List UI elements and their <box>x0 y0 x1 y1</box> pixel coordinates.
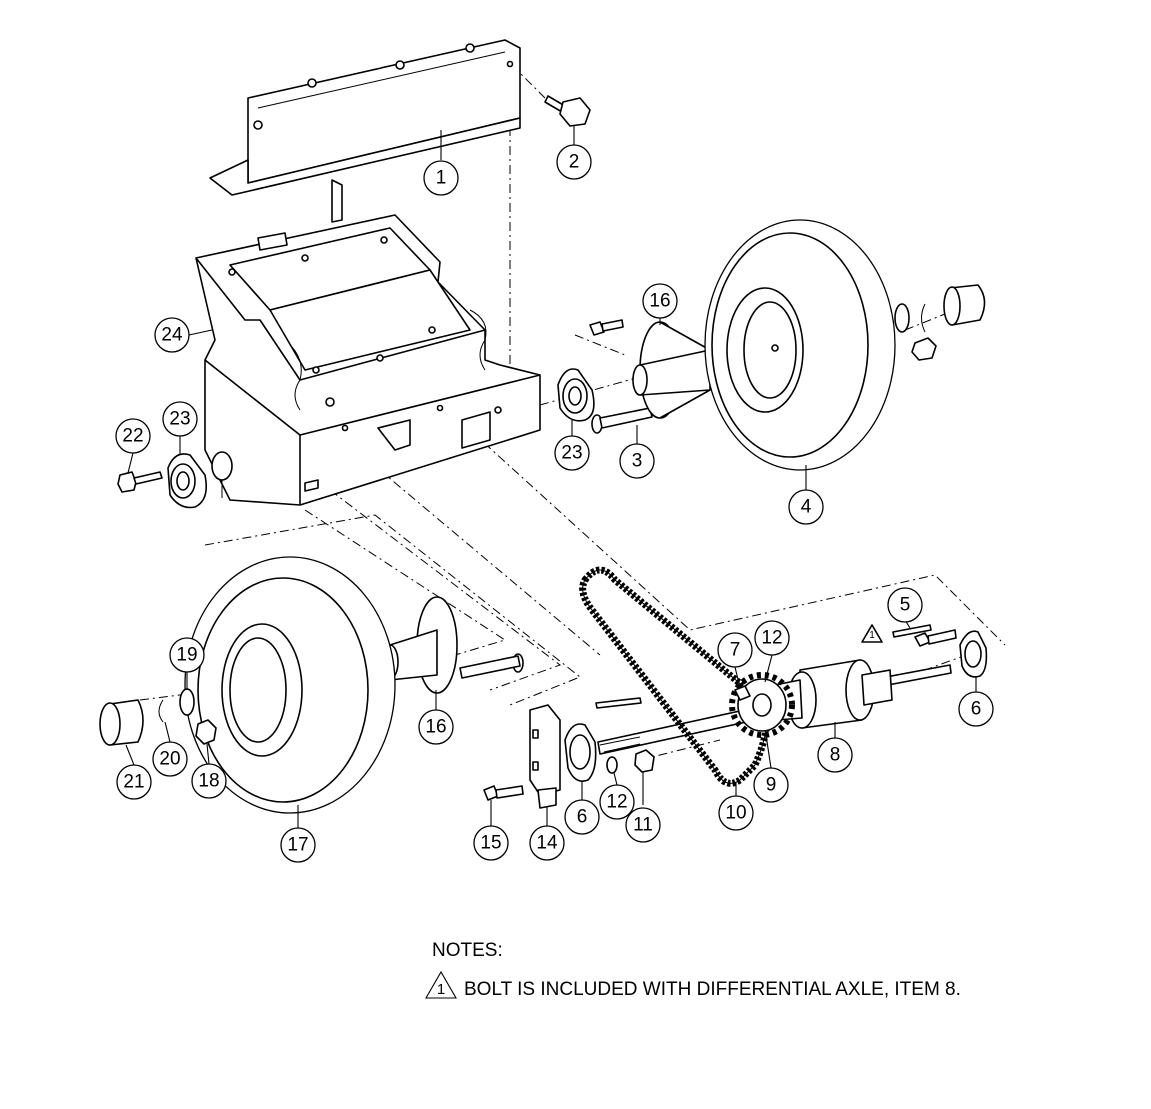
svg-text:8: 8 <box>830 745 841 766</box>
sprocket-9 <box>729 672 795 738</box>
bolt-right-flange <box>914 629 957 647</box>
svg-text:3: 3 <box>632 451 643 472</box>
svg-text:23: 23 <box>561 443 582 464</box>
bolt-upper <box>589 319 624 336</box>
flange-bearing-6-left <box>564 723 597 782</box>
callout-23-right: 23 <box>554 435 590 471</box>
svg-text:14: 14 <box>536 833 558 854</box>
clip-20 <box>158 699 164 723</box>
svg-text:23: 23 <box>169 409 190 430</box>
washer-19 <box>179 688 195 716</box>
svg-text:10: 10 <box>725 803 746 824</box>
svg-text:12: 12 <box>606 792 627 813</box>
bolt-15 <box>483 785 524 801</box>
callout-6-left: 6 <box>564 799 600 835</box>
svg-text:1: 1 <box>437 981 445 998</box>
svg-text:16: 16 <box>649 291 670 312</box>
svg-text:9: 9 <box>766 775 777 796</box>
callout-15: 15 <box>473 825 509 861</box>
callout-16-right: 16 <box>642 283 678 319</box>
differential-8 <box>774 659 893 729</box>
svg-text:4: 4 <box>801 497 812 518</box>
callout-12-lower: 12 <box>599 784 635 820</box>
washer-12-lower <box>606 756 618 774</box>
note-text: BOLT IS INCLUDED WITH DIFFERENTIAL AXLE,… <box>464 979 961 1000</box>
svg-text:17: 17 <box>287 835 308 856</box>
flange-bearing-6-right <box>959 630 988 678</box>
svg-text:5: 5 <box>900 595 911 616</box>
flange-bolt-2 <box>544 95 591 127</box>
note-flag-marker: 1 <box>861 624 883 643</box>
washer-clip-cap-right <box>894 284 986 361</box>
drive-chain-10 <box>579 566 770 787</box>
nut-11 <box>634 749 655 773</box>
main-frame-housing <box>195 179 541 506</box>
callout-2: 2 <box>556 144 592 180</box>
flange-bearing-23-right <box>557 368 595 422</box>
callout-4: 4 <box>788 489 824 525</box>
callout-7: 7 <box>717 632 753 668</box>
svg-text:21: 21 <box>123 772 144 793</box>
svg-text:18: 18 <box>198 771 219 792</box>
bolt-7 <box>734 685 751 701</box>
cover-plate <box>209 39 521 196</box>
svg-text:16: 16 <box>425 717 446 738</box>
callout-12-upper: 12 <box>754 620 790 656</box>
flange-bearing-23-left <box>167 453 208 509</box>
carriage-bolt-3 <box>591 407 653 434</box>
callout-1: 1 <box>423 160 459 196</box>
svg-text:11: 11 <box>633 815 653 836</box>
callout-23-left: 23 <box>162 401 198 437</box>
svg-text:22: 22 <box>122 426 143 447</box>
callout-24: 24 <box>154 317 190 353</box>
callout-11: 11 <box>625 807 661 843</box>
svg-text:2: 2 <box>569 152 580 173</box>
svg-text:1: 1 <box>436 168 447 189</box>
svg-text:1: 1 <box>869 630 875 641</box>
carriage-bolt-left <box>459 653 524 679</box>
callout-14: 14 <box>529 825 565 861</box>
callout-20: 20 <box>152 741 188 777</box>
note-item: 1 BOLT IS INCLUDED WITH DIFFERENTIAL AXL… <box>424 970 1044 1004</box>
svg-text:12: 12 <box>761 628 782 649</box>
svg-text:7: 7 <box>730 640 741 661</box>
callout-21: 21 <box>116 764 152 800</box>
callout-22: 22 <box>115 418 151 454</box>
wheel-hub-16-right <box>632 321 711 419</box>
svg-text:24: 24 <box>161 325 183 346</box>
callout-5: 5 <box>887 587 923 623</box>
wheel-tire-4 <box>704 219 896 471</box>
note-flag-icon: 1 <box>425 970 457 999</box>
bolt-22 <box>117 471 163 493</box>
svg-text:20: 20 <box>159 749 180 770</box>
svg-text:15: 15 <box>480 833 501 854</box>
callout-18: 18 <box>191 763 227 799</box>
wheel-tire-17 <box>184 556 396 814</box>
svg-text:6: 6 <box>971 699 982 720</box>
callout-6-right: 6 <box>958 691 994 727</box>
hub-cap-21 <box>99 699 144 746</box>
svg-text:6: 6 <box>577 807 588 828</box>
callout-19: 19 <box>169 637 205 673</box>
key-5 <box>892 624 932 638</box>
svg-text:19: 19 <box>176 645 197 666</box>
callout-8: 8 <box>817 737 853 773</box>
callout-16-left: 16 <box>418 709 454 745</box>
callout-10: 10 <box>718 795 754 831</box>
callout-3: 3 <box>619 443 655 479</box>
callout-9: 9 <box>753 767 789 803</box>
nut-18 <box>195 719 217 745</box>
leader-lines <box>125 125 977 828</box>
callout-17: 17 <box>280 827 316 863</box>
bracket-14 <box>529 704 561 809</box>
notes-title: NOTES: <box>432 940 503 961</box>
